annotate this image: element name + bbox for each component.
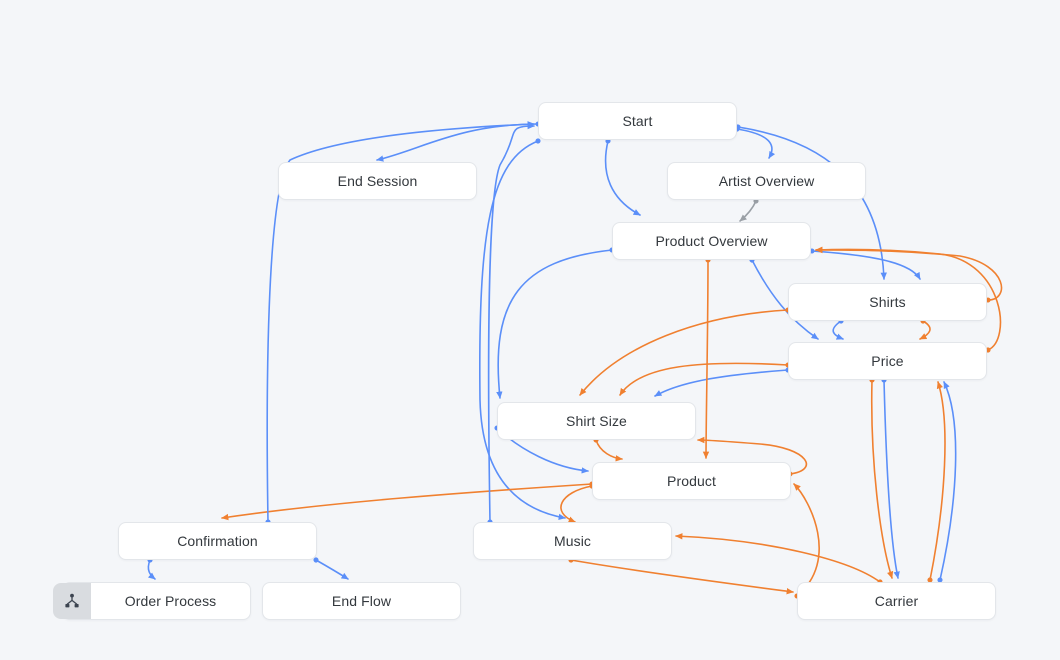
node-end-session[interactable]: End Session xyxy=(278,162,477,200)
node-label: Product xyxy=(667,473,716,489)
node-label: End Session xyxy=(337,173,418,189)
node-shirt-size[interactable]: Shirt Size xyxy=(497,402,696,440)
node-music[interactable]: Music xyxy=(473,522,672,560)
node-shirts[interactable]: Shirts xyxy=(788,283,987,321)
node-label: Music xyxy=(553,533,592,549)
edge-price-to-shirt-size[interactable] xyxy=(619,362,791,396)
node-label: Start xyxy=(622,113,653,129)
node-product[interactable]: Product xyxy=(592,462,791,500)
node-label: Carrier xyxy=(874,593,919,609)
node-order-process[interactable]: Order Process xyxy=(53,582,251,620)
node-artist-overview[interactable]: Artist Overview xyxy=(667,162,866,200)
node-label: Order Process xyxy=(124,593,217,609)
node-label: Shirts xyxy=(869,294,906,310)
node-start[interactable]: Start xyxy=(538,102,737,140)
node-label: Shirt Size xyxy=(566,413,627,429)
edge-price-to-shirt-size[interactable] xyxy=(654,367,791,397)
node-label: Price xyxy=(871,353,904,369)
edge-artist-overview-to-product-overview[interactable] xyxy=(739,198,759,222)
edge-carrier-to-product[interactable] xyxy=(793,483,820,599)
edge-music-to-start[interactable] xyxy=(487,122,535,525)
edge-confirmation-to-end-flow[interactable] xyxy=(313,557,349,580)
edge-product-overview-to-shirt-size[interactable] xyxy=(496,247,615,399)
edge-shirts-to-shirt-size[interactable] xyxy=(579,307,791,396)
edge-product-to-music[interactable] xyxy=(560,483,595,523)
node-price[interactable]: Price xyxy=(788,342,987,380)
edge-confirmation-to-order-process[interactable] xyxy=(147,557,156,580)
edge-start-to-artist-overview[interactable] xyxy=(734,126,776,159)
edge-music-to-carrier[interactable] xyxy=(568,557,794,595)
edge-product-overview-to-product[interactable] xyxy=(702,257,711,459)
edge-price-to-carrier[interactable] xyxy=(881,377,900,579)
edge-start-to-product-overview[interactable] xyxy=(604,138,641,216)
node-label: Artist Overview xyxy=(718,173,815,189)
edge-shirts-to-price[interactable] xyxy=(919,318,931,340)
edge-shirts-to-price[interactable] xyxy=(832,318,844,340)
node-label: End Flow xyxy=(331,593,392,609)
edge-shirt-size-to-product[interactable] xyxy=(593,437,623,462)
node-product-overview[interactable]: Product Overview xyxy=(612,222,811,260)
edge-carrier-to-price[interactable] xyxy=(937,381,957,583)
edge-carrier-to-price[interactable] xyxy=(927,381,946,583)
edge-product-overview-to-shirts[interactable] xyxy=(809,248,921,280)
node-carrier[interactable]: Carrier xyxy=(797,582,996,620)
edge-start-to-music[interactable] xyxy=(479,138,566,521)
node-end-flow[interactable]: End Flow xyxy=(262,582,461,620)
edge-start-to-end-session[interactable] xyxy=(376,121,541,162)
edge-product-to-confirmation[interactable] xyxy=(221,481,595,521)
node-confirmation[interactable]: Confirmation xyxy=(118,522,317,560)
edge-carrier-to-music[interactable] xyxy=(675,533,883,585)
node-label: Confirmation xyxy=(177,533,258,549)
edge-price-to-carrier[interactable] xyxy=(869,377,894,579)
hierarchy-icon xyxy=(53,583,91,619)
node-label: Product Overview xyxy=(655,233,768,249)
